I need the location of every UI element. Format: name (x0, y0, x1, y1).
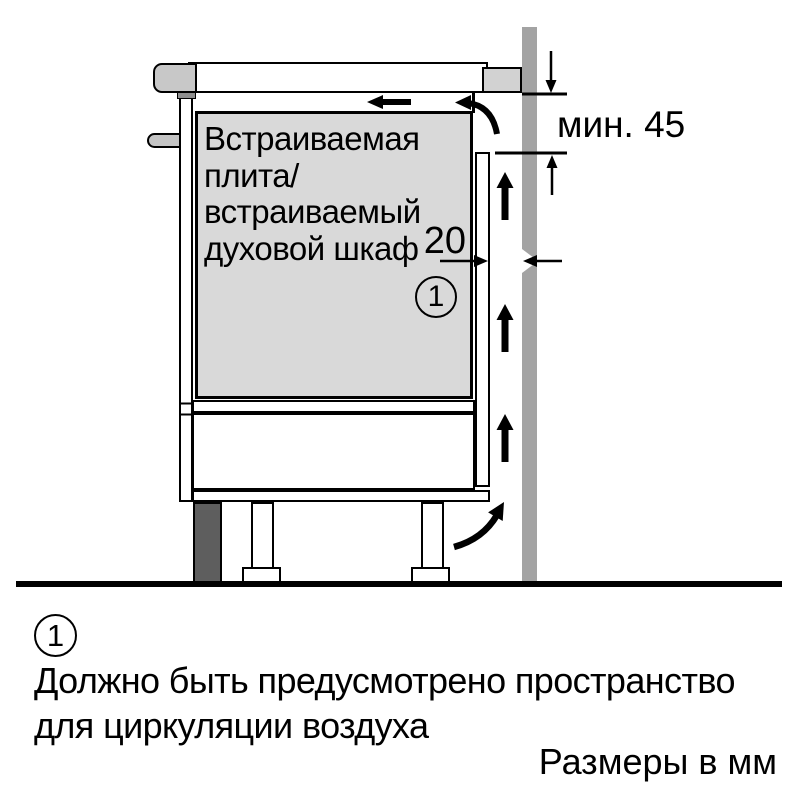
callout-1-number: 1 (427, 280, 445, 313)
appliance-label-line: духовой шкаф (204, 229, 419, 267)
units-label: Размеры в мм (538, 741, 777, 782)
callout-1-marker: 1 (415, 276, 457, 318)
appliance-label-line: встраиваемый (204, 193, 421, 230)
airflow-arrows-gap-icon (496, 172, 514, 462)
drawer-front (192, 413, 475, 490)
legend-callout-number: 1 (46, 617, 65, 653)
appliance-body (195, 111, 473, 399)
wall (522, 27, 537, 583)
floor-line (16, 581, 782, 587)
legend-note: Должно быть предусмотрено пространство д… (34, 658, 736, 748)
cabinet-leg-right-stem (421, 502, 444, 570)
appliance-label: Встраиваемая плита/ встраиваемый духовой… (204, 120, 421, 267)
airflow-arrow-bottom-curved-icon (453, 502, 504, 551)
appliance-label-line: плита/ (204, 156, 299, 194)
appliance-label-line: Встраиваемая (204, 120, 420, 157)
dim-min45-lower-arrow-icon (546, 155, 558, 195)
cabinet-left-panel (179, 97, 193, 502)
door-handle (147, 133, 181, 148)
cabinet-shelf-band (192, 400, 475, 413)
plinth-panel (193, 502, 222, 583)
cabinet-bottom-band (192, 490, 490, 502)
panel-connector (177, 92, 196, 99)
hob-front-trim (153, 63, 197, 93)
worktop-end-block (482, 67, 522, 93)
dim-min45-upper-arrow-icon (545, 51, 557, 93)
dimension-label-20: 20 (423, 220, 466, 262)
legend-note-line2: для циркуляции воздуха (34, 705, 429, 746)
cabinet-leg-left-stem (251, 502, 274, 570)
dimension-label-min45: мин. 45 (557, 104, 686, 145)
airflow-arrow-under-hob-icon (367, 95, 411, 109)
legend-note-line1: Должно быть предусмотрено пространство (34, 660, 736, 701)
cabinet-right-panel (475, 152, 490, 487)
legend-callout-marker: 1 (34, 614, 77, 657)
worktop (188, 62, 488, 93)
